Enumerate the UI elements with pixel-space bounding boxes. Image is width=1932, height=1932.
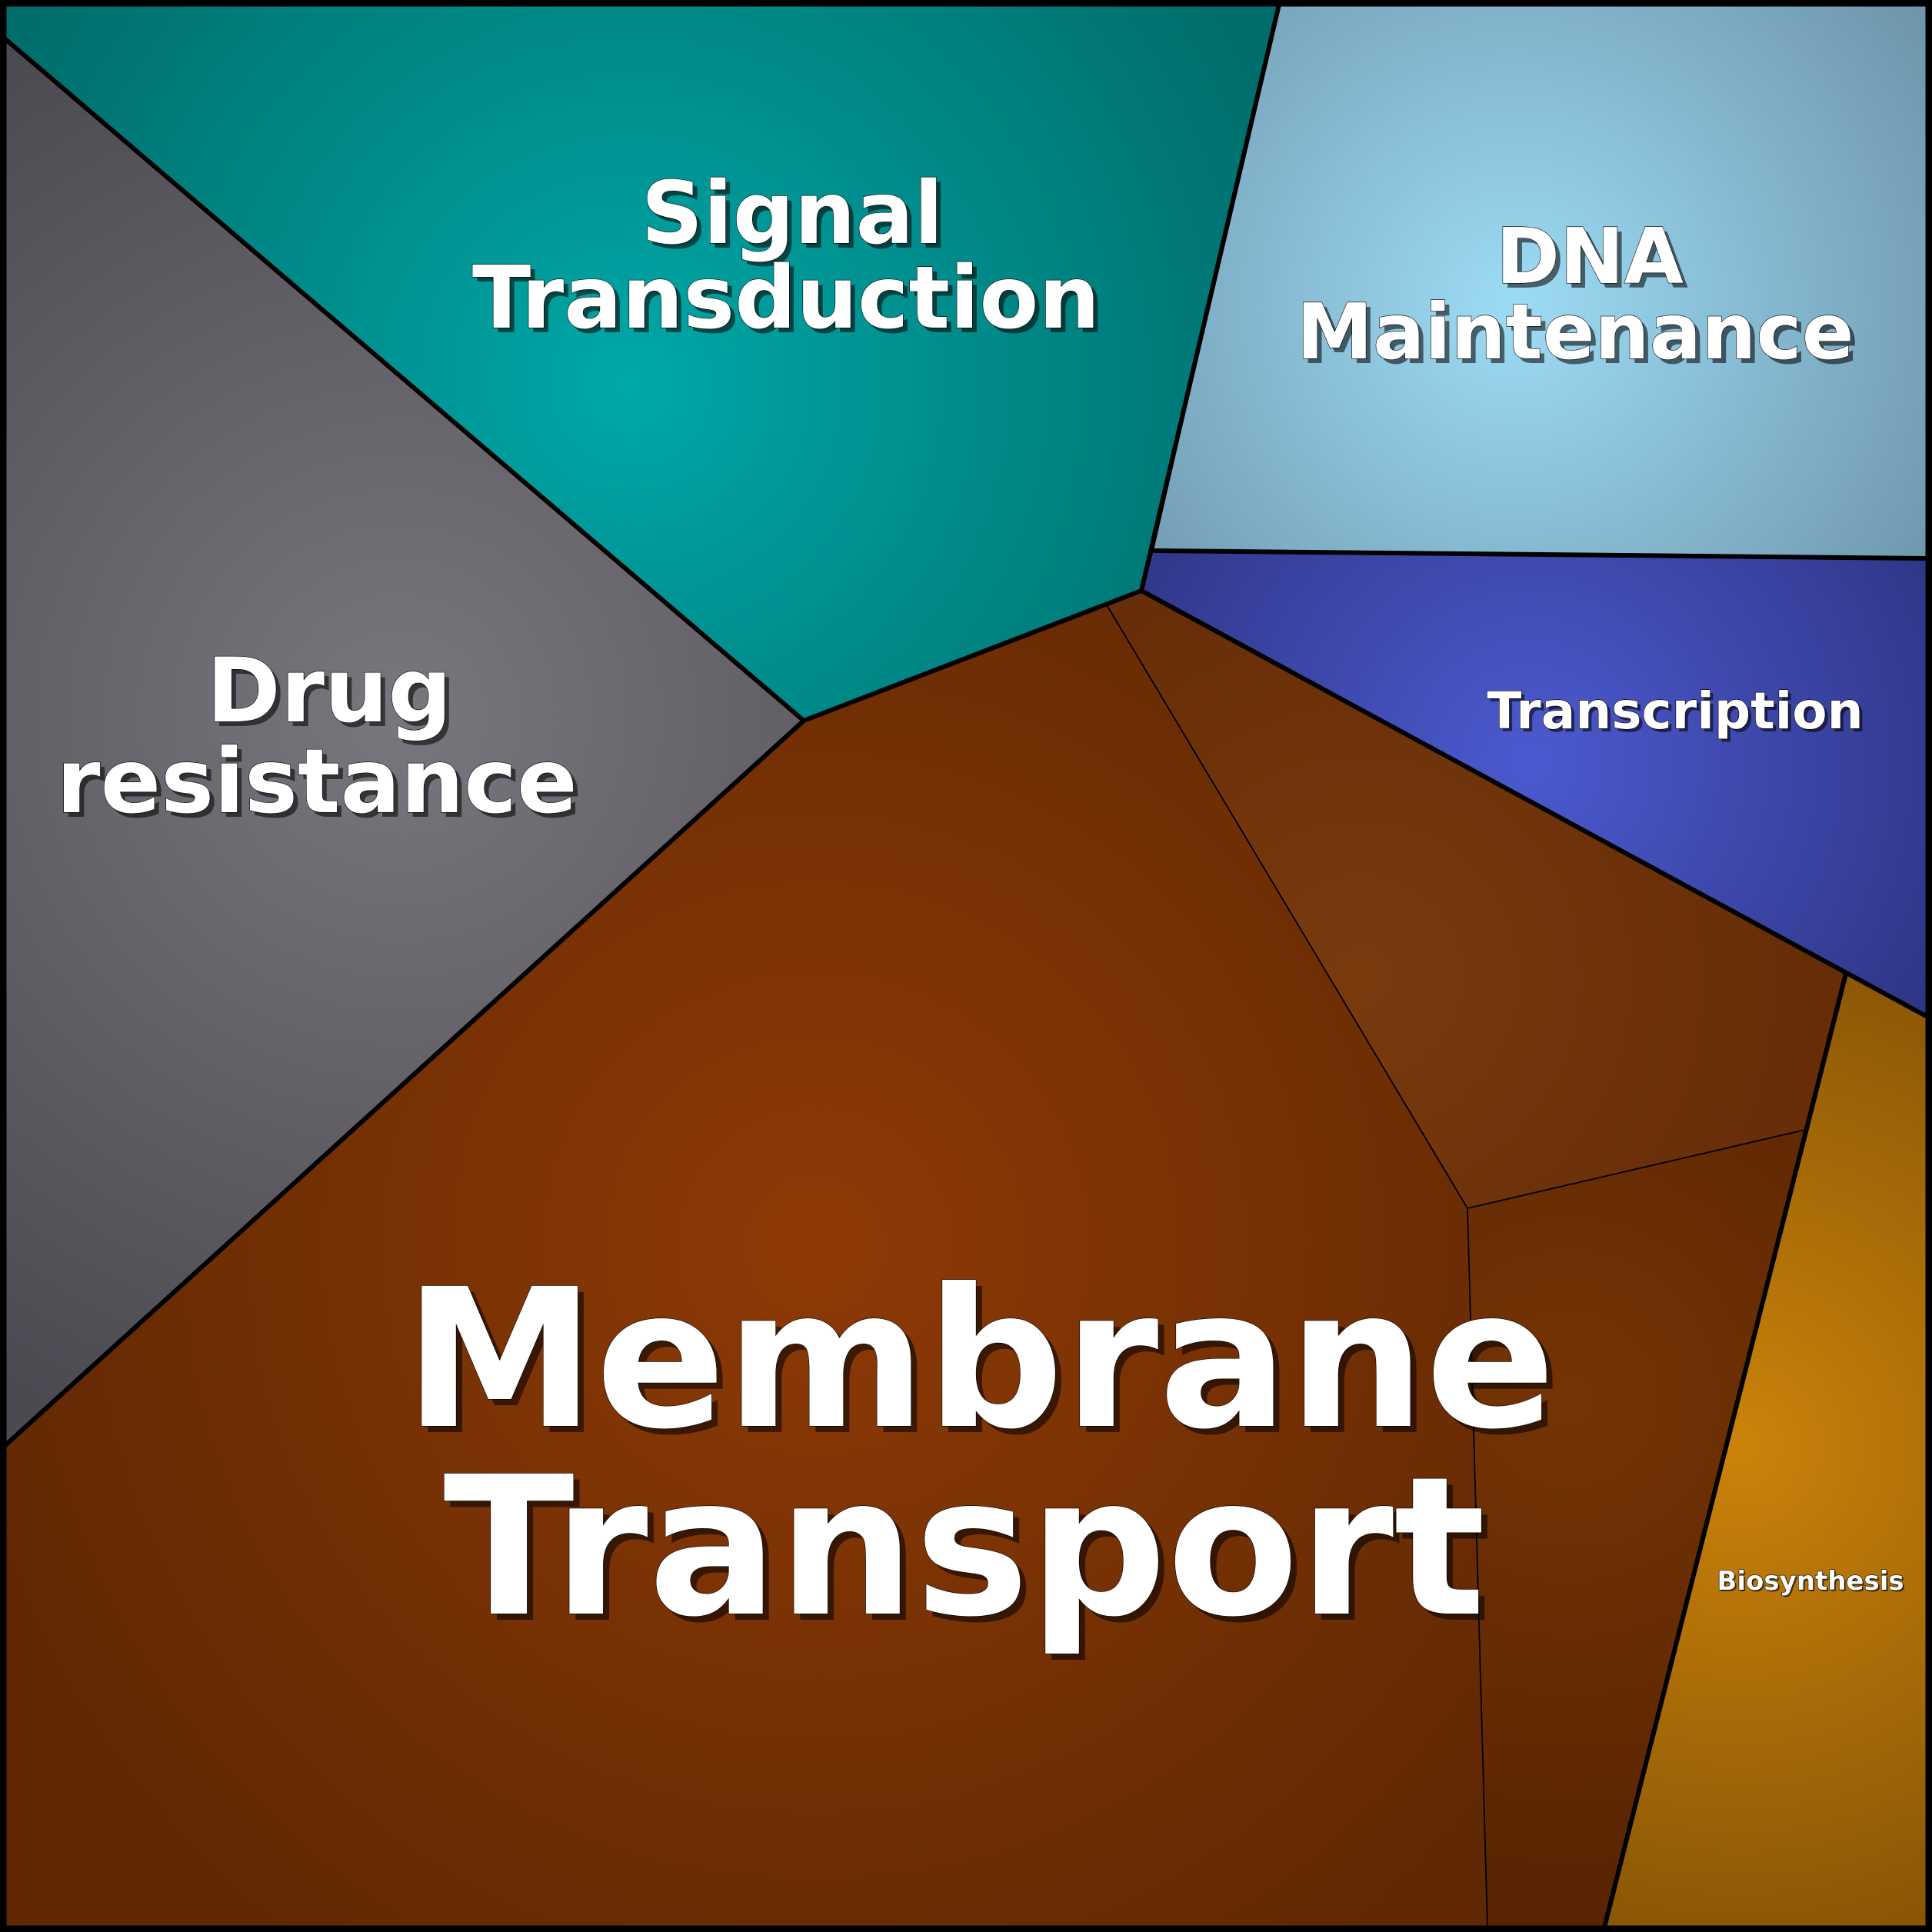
region-border-membrane-biosynthesis	[1602, 973, 1848, 1928]
svg-text:resistance: resistance	[56, 730, 577, 834]
biosynthesis-label: Biosynthesis Biosynthesis	[1717, 1565, 1906, 1598]
svg-text:Transport: Transport	[449, 1441, 1491, 1665]
svg-text:Membrane: Membrane	[410, 1254, 1561, 1477]
membrane-subdivision-border-2	[1467, 1129, 1806, 1209]
region-border-drug-signal	[3, 36, 805, 723]
dna-maintenance-label: DNA DNA Maintenance Maintenance	[1296, 211, 1859, 381]
membrane-transport-upper-right-subregion	[1106, 591, 1846, 1208]
membrane-transport-label: Membrane Membrane Transport Transport	[404, 1247, 1562, 1665]
svg-text:Biosynthesis: Biosynthesis	[1717, 1566, 1904, 1597]
svg-text:Maintenance: Maintenance	[1301, 291, 1858, 381]
svg-text:resistance: resistance	[61, 734, 581, 838]
svg-text:Biosynthesis: Biosynthesis	[1718, 1567, 1905, 1598]
svg-text:Transduction: Transduction	[477, 253, 1104, 353]
svg-text:Transport: Transport	[443, 1435, 1485, 1659]
membrane-transport-region	[5, 604, 1487, 1927]
biosynthesis-region	[1604, 974, 1927, 1927]
svg-text:Transduction: Transduction	[472, 248, 1100, 348]
region-border-dna-transcription	[1153, 548, 1928, 561]
region-border-drug-membrane	[2, 718, 806, 1448]
membrane-transport-lower-right-subregion	[1467, 1130, 1805, 1927]
dna-maintenance-region	[1154, 5, 1927, 558]
transcription-label: Transcription Transcription	[1487, 681, 1867, 744]
signal-transduction-region	[5, 5, 1279, 721]
drug-resistance-region	[5, 38, 804, 1446]
svg-text:DNA: DNA	[1496, 212, 1684, 301]
svg-text:Transcription: Transcription	[1487, 681, 1863, 741]
svg-text:Membrane: Membrane	[404, 1247, 1555, 1471]
region-border-signal-membrane	[802, 588, 1143, 723]
svg-text:Drug: Drug	[206, 639, 451, 743]
svg-text:Drug: Drug	[211, 644, 456, 748]
region-border-transcription-membrane	[1140, 588, 1929, 1019]
region-border-signal-dna	[1139, 4, 1281, 591]
drug-resistance-label: Drug Drug resistance resistance	[56, 638, 582, 838]
svg-text:Signal: Signal	[646, 168, 948, 268]
signal-transduction-label: Signal Signal Transduction Transduction	[471, 163, 1104, 353]
svg-text:DNA: DNA	[1501, 216, 1688, 306]
svg-text:Transcription: Transcription	[1490, 685, 1866, 744]
transcription-region	[1141, 551, 1927, 1017]
svg-text:Signal: Signal	[641, 164, 944, 264]
svg-text:Maintenance: Maintenance	[1296, 287, 1854, 377]
